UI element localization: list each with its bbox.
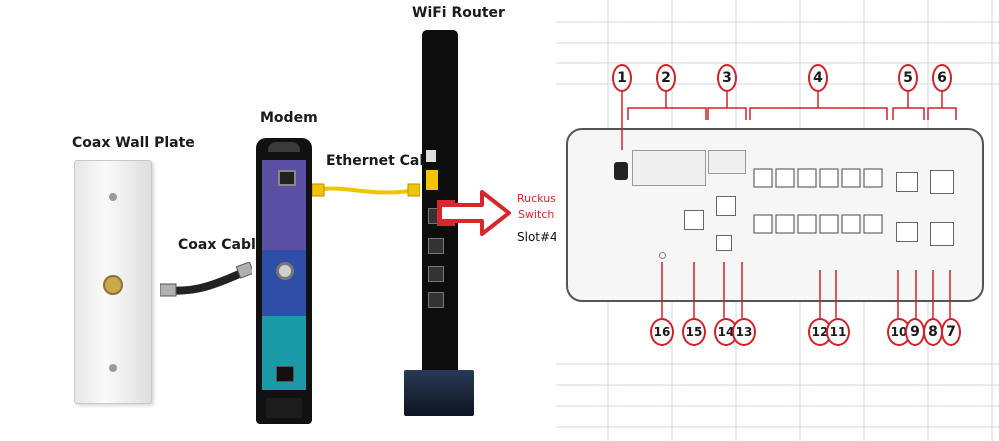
router-lan-port [428,266,444,282]
callout-16: 16 [650,318,674,346]
coax-port-icon [276,262,294,280]
callout-7: 7 [941,318,961,346]
callout-4: 4 [808,64,828,92]
callout-15: 15 [682,318,706,346]
reset-button [659,252,666,259]
status-led-block [632,150,706,186]
modem [256,138,312,424]
switch-panel-diagram: 1 2 3 4 5 6 16 15 14 13 12 11 10 9 8 7 [556,0,999,441]
rj45-port-grid [753,168,883,234]
modem-purple-panel [262,160,306,250]
router-lan-port [428,292,444,308]
wifi-router-label: WiFi Router [412,5,505,21]
callout-3: 3 [717,64,737,92]
callout-13: 13 [732,318,756,346]
ruckus-switch-label: Ruckus [517,192,556,205]
callout-leaders [621,92,957,318]
sfp-port [930,222,954,246]
modem-blue-panel [262,250,306,316]
callout-9: 9 [905,318,925,346]
callout-6: 6 [932,64,952,92]
router-stand [404,370,474,416]
ethernet-cable-label: Ethernet Cable [326,153,444,169]
power-port-icon [276,366,294,382]
coax-cable-label: Coax Cable [178,237,266,253]
sfp-port [930,170,954,194]
ethernet-cable [312,183,420,197]
callout-2: 2 [656,64,676,92]
uplink-port [896,222,918,242]
system-led-block [708,150,746,174]
modem-teal-panel [262,316,306,390]
callout-5: 5 [898,64,918,92]
oob-port [684,210,704,230]
callout-11: 11 [826,318,850,346]
arrow-to-switch-icon [438,190,511,236]
ruckus-switch-label-2: Switch [518,208,555,221]
router-lan-port [428,238,444,254]
modem-label: Modem [260,110,318,126]
coax-wall-plate-label: Coax Wall Plate [72,135,195,151]
coax-cable [160,262,252,297]
callout-8: 8 [923,318,943,346]
usb-port [716,235,732,251]
uplink-port [896,172,918,192]
console-port [614,162,628,180]
home-network-diagram: Coax Wall Plate Coax Cable Modem Etherne… [72,5,558,424]
mgmt-port [716,196,736,216]
callout-1: 1 [612,64,632,92]
ethernet-port-icon [278,170,296,186]
coax-connector-icon [103,275,123,295]
slot-label: Slot#4 [517,230,558,244]
coax-wall-plate [74,160,152,404]
spreadsheet-gridlines [556,0,999,441]
